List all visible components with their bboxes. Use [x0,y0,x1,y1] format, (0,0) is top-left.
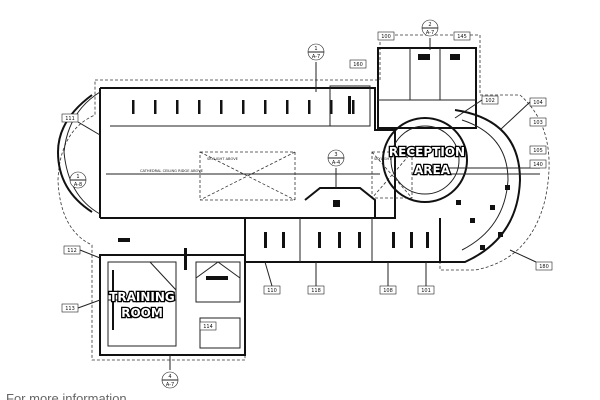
room-tag: 111 [61,113,79,123]
room-tag: 103 [529,117,547,127]
room-tag: 101 [417,285,435,295]
svg-text:100: 100 [381,34,391,40]
svg-text:113: 113 [65,306,75,312]
room-tag: 100 [377,31,395,41]
svg-text:A-7: A-7 [166,382,174,388]
room-tag: 108 [379,285,397,295]
section-marker: 2 A-7 [421,19,439,50]
svg-text:101: 101 [421,288,431,294]
svg-text:160: 160 [353,62,363,68]
svg-text:3: 3 [334,152,337,158]
south-rooms [244,187,441,263]
training-room-label: TRAINING ROOM [108,289,176,322]
room-tag: 180 [535,261,553,271]
svg-text:140: 140 [533,162,543,168]
leader-lines [77,99,537,309]
room-tag: 118 [307,285,325,295]
training-label-line-2: ROOM [121,306,163,320]
west-wing [99,238,246,356]
svg-text:111: 111 [65,116,75,122]
skylight-note-left: SKYLIGHT ABOVE [207,157,239,161]
skylight-note-right: SKYLIGHT [374,157,392,161]
cathedral-hall [56,87,413,219]
section-marker: 1 A-7 [307,43,325,92]
room-tag: 160 [349,59,367,69]
room-tag: 114 [199,321,217,331]
svg-text:104: 104 [533,100,543,106]
room-tag: 102 [481,95,499,105]
room-tag: 112 [63,245,81,255]
room-tag: 140 [529,159,547,169]
room-tag: 145 [453,31,471,41]
svg-text:1: 1 [76,174,79,180]
reception-label-line-2: AREA [414,163,451,177]
footer-caption: For more information [6,391,127,400]
room-tag: 110 [263,285,281,295]
svg-text:103: 103 [533,120,543,126]
svg-text:180: 180 [539,264,549,270]
section-marker: 1 A-8 [69,171,87,189]
svg-text:A-4: A-4 [332,160,340,166]
svg-text:102: 102 [485,98,495,104]
cathedral-note: CATHEDRAL CEILING RIDGE ABOVE [140,169,204,173]
reception-area-label: RECEPTION AREA [388,144,467,179]
svg-text:114: 114 [203,324,213,330]
svg-text:145: 145 [457,34,467,40]
svg-text:110: 110 [267,288,277,294]
window-row-top [110,100,370,127]
reception-label-line-1: RECEPTION [389,145,465,159]
section-marker: 3 A-4 [327,149,345,188]
room-tag: 104 [529,97,547,107]
svg-text:A-7: A-7 [312,54,320,60]
room-tag: 105 [529,145,547,155]
north-rooms [329,47,477,129]
svg-text:4: 4 [168,374,171,380]
svg-text:2: 2 [428,22,431,28]
svg-text:108: 108 [383,288,393,294]
room-tag: 113 [61,303,79,313]
svg-text:105: 105 [533,148,543,154]
training-label-line-1: TRAINING [109,290,175,304]
svg-text:118: 118 [311,288,321,294]
reception-rotunda [382,109,540,263]
svg-text:A-7: A-7 [426,30,434,36]
svg-text:112: 112 [67,248,77,254]
svg-text:A-8: A-8 [74,182,82,188]
svg-text:1: 1 [314,46,317,52]
section-marker: 4 A-7 [161,355,179,389]
